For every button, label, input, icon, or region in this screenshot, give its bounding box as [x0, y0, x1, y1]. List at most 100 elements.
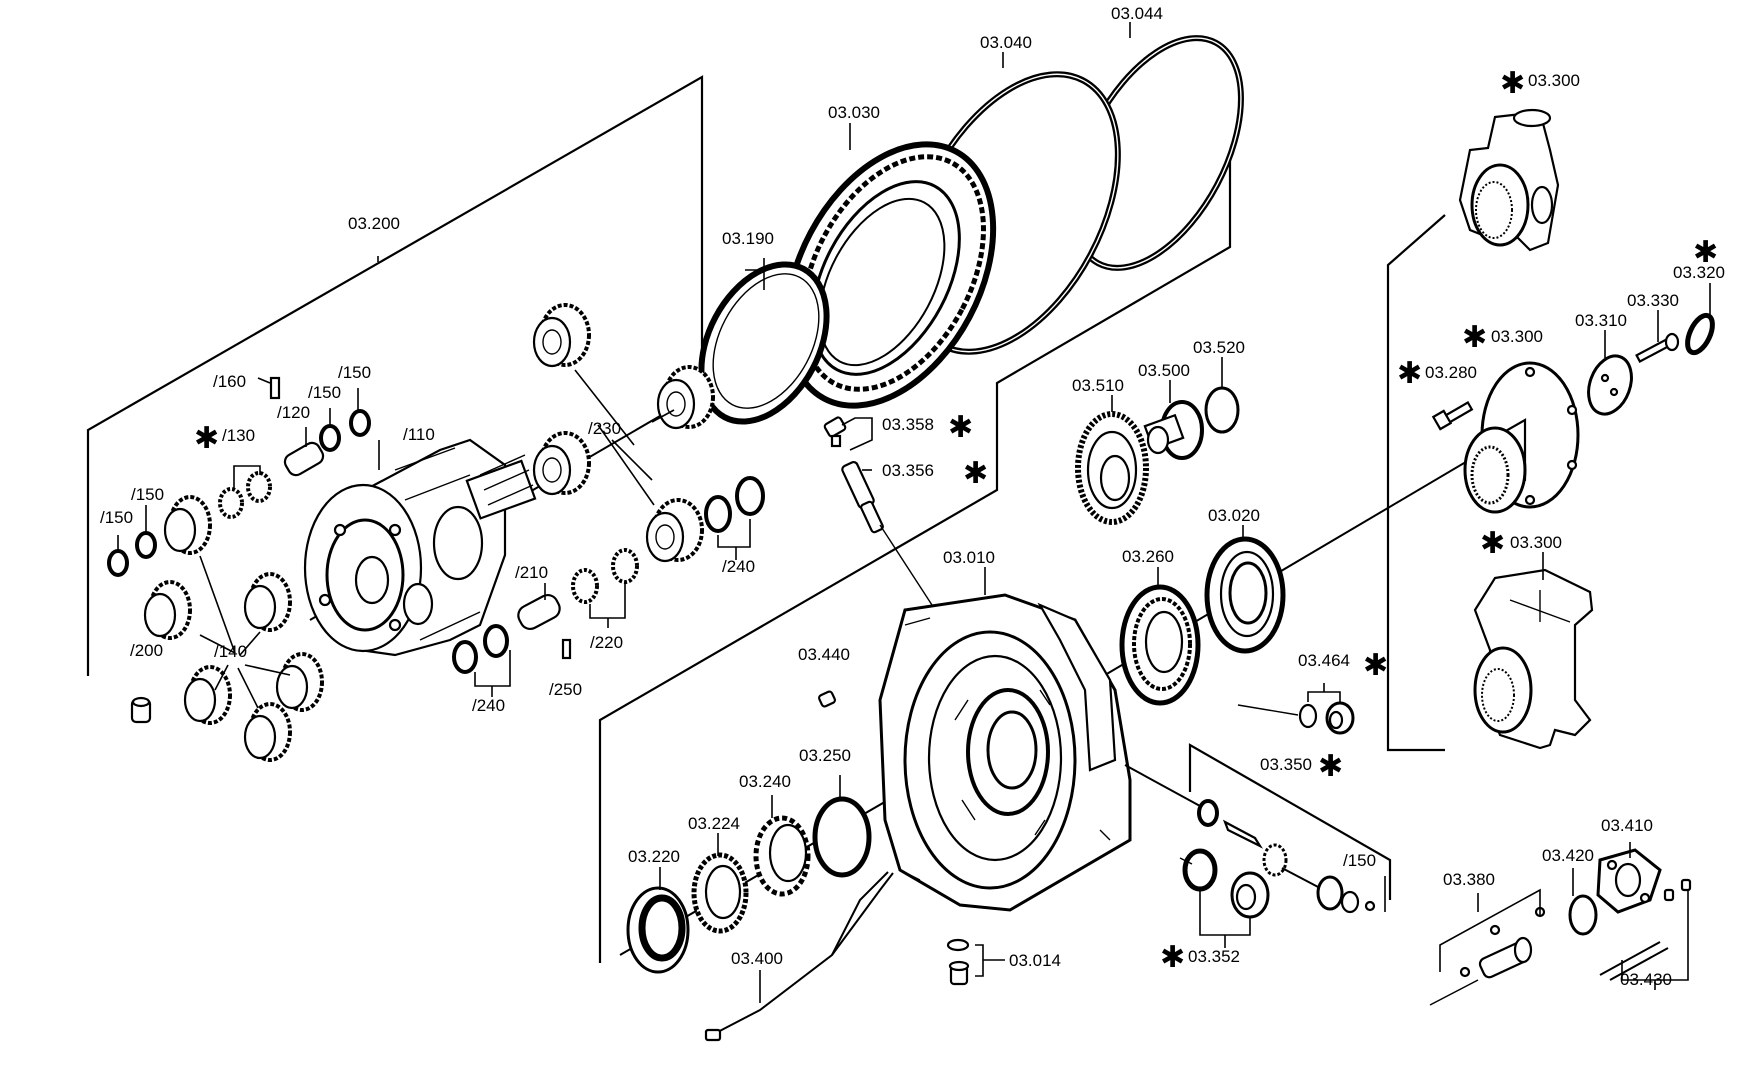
screw-03-330 — [1635, 332, 1680, 364]
label-130: /130 — [222, 426, 255, 445]
sensor-axis — [879, 524, 933, 606]
needle-bearing-220 — [571, 548, 639, 604]
label-160: /160 — [213, 372, 246, 391]
star-03-280: ✱ — [1397, 356, 1422, 391]
housing-03-010 — [878, 593, 1132, 912]
planet-gear-140-e — [275, 652, 324, 712]
star-03-350: ✱ — [1318, 749, 1343, 784]
label-03-280: 03.280 — [1425, 363, 1477, 382]
label-240-left: /240 — [472, 696, 505, 715]
label-03-420: 03.420 — [1542, 846, 1594, 865]
bearing-03-224 — [691, 852, 749, 934]
planet-gear-140-f — [243, 702, 292, 762]
planet-gear-140-b — [143, 580, 192, 640]
pin-250 — [561, 638, 572, 660]
snap-ring-240-a — [704, 476, 765, 533]
star-03-464: ✱ — [1363, 648, 1388, 683]
label-03-356: 03.356 — [882, 461, 934, 480]
label-150-e: /150 — [1343, 851, 1376, 870]
label-03-040: 03.040 — [980, 33, 1032, 52]
label-220: /220 — [590, 633, 623, 652]
label-210: /210 — [515, 563, 548, 582]
label-03-020: 03.020 — [1208, 506, 1260, 525]
label-03-320: 03.320 — [1673, 263, 1725, 282]
planet-gear-140-c — [243, 572, 292, 632]
label-03-380: 03.380 — [1443, 870, 1495, 889]
label-03-464: 03.464 — [1298, 651, 1350, 670]
sensor-03-358 — [823, 416, 847, 448]
planet-gear-140-a — [163, 495, 212, 555]
label-03-030: 03.030 — [828, 103, 880, 122]
label-200: /200 — [130, 641, 163, 660]
label-03-400: 03.400 — [731, 949, 783, 968]
shaft-assembly-03-350 — [1124, 764, 1376, 914]
ring-150-left — [107, 531, 157, 577]
label-03-044: 03.044 — [1111, 4, 1163, 23]
star-03-300-mid: ✱ — [1462, 320, 1487, 355]
assembly-frame-03-350 — [1188, 743, 1392, 900]
flange-03-300-mid — [1463, 361, 1580, 514]
plug-03-352 — [1182, 848, 1270, 919]
valve-03-380 — [1429, 906, 1546, 1006]
gear-03-510 — [1075, 411, 1149, 525]
label-03-220: 03.220 — [628, 847, 680, 866]
star-130: ✱ — [194, 421, 219, 456]
label-150-a: /150 — [338, 363, 371, 382]
label-03-250: 03.250 — [799, 746, 851, 765]
label-03-224: 03.224 — [688, 814, 740, 833]
label-150-c: /150 — [131, 485, 164, 504]
star-03-300-top: ✱ — [1500, 66, 1525, 101]
bearing-ring-03-030 — [783, 141, 997, 409]
label-03-240: 03.240 — [739, 772, 791, 791]
label-250: /250 — [549, 680, 582, 699]
planet-gear-230-c — [532, 431, 591, 496]
label-03-300-mid: 03.300 — [1491, 327, 1543, 346]
label-03-500: 03.500 — [1138, 361, 1190, 380]
plug-03-440 — [818, 690, 836, 708]
pin-120 — [283, 441, 325, 477]
label-03-410: 03.410 — [1601, 816, 1653, 835]
label-230: /230 — [588, 419, 621, 438]
seal-ring-03-190 — [698, 261, 830, 425]
yoke-03-300-low — [1473, 568, 1594, 750]
label-03-010: 03.010 — [943, 548, 995, 567]
seal-03-020 — [1204, 536, 1286, 654]
label-03-510: 03.510 — [1072, 376, 1124, 395]
label-03-358: 03.358 — [882, 415, 934, 434]
pin-160 — [269, 376, 281, 400]
plate-03-320 — [1685, 312, 1715, 356]
star-03-352: ✱ — [1160, 940, 1185, 975]
label-150-b: /150 — [308, 383, 341, 402]
star-03-356: ✱ — [963, 456, 988, 491]
bolt-03-280 — [1431, 401, 1474, 431]
bolts-03-430 — [1599, 878, 1692, 981]
planet-gear-230-b — [656, 365, 715, 430]
drain-plug-03-014 — [946, 938, 970, 986]
assembly-frame-03-200 — [86, 75, 704, 676]
plate-03-310 — [1587, 354, 1633, 416]
star-03-320: ✱ — [1693, 235, 1718, 270]
label-03-330: 03.330 — [1627, 291, 1679, 310]
label-110: /110 — [403, 425, 435, 444]
ring-03-520 — [1204, 386, 1240, 434]
label-140: /140 — [214, 642, 247, 661]
plug-03-464 — [1298, 701, 1355, 735]
shaft-03-500 — [1143, 400, 1204, 460]
planet-gear-230-a — [532, 303, 591, 368]
ring-150-upper — [319, 409, 371, 452]
ring-03-250 — [812, 796, 872, 878]
ring-03-420 — [1568, 894, 1598, 936]
bearing-03-260 — [1119, 584, 1201, 706]
label-03-520: 03.520 — [1193, 338, 1245, 357]
sensor-03-356 — [841, 460, 884, 534]
label-150-d: /150 — [100, 508, 133, 527]
label-03-430: 03.430 — [1620, 970, 1672, 989]
star-03-300-low: ✱ — [1480, 526, 1505, 561]
assembly-frame-03-300 — [1386, 214, 1446, 752]
bearing-03-240 — [753, 815, 811, 897]
label-03-014: 03.014 — [1009, 951, 1061, 970]
label-240-right: /240 — [722, 557, 755, 576]
planet-carrier-110 — [303, 438, 537, 657]
label-120: /120 — [277, 403, 310, 422]
